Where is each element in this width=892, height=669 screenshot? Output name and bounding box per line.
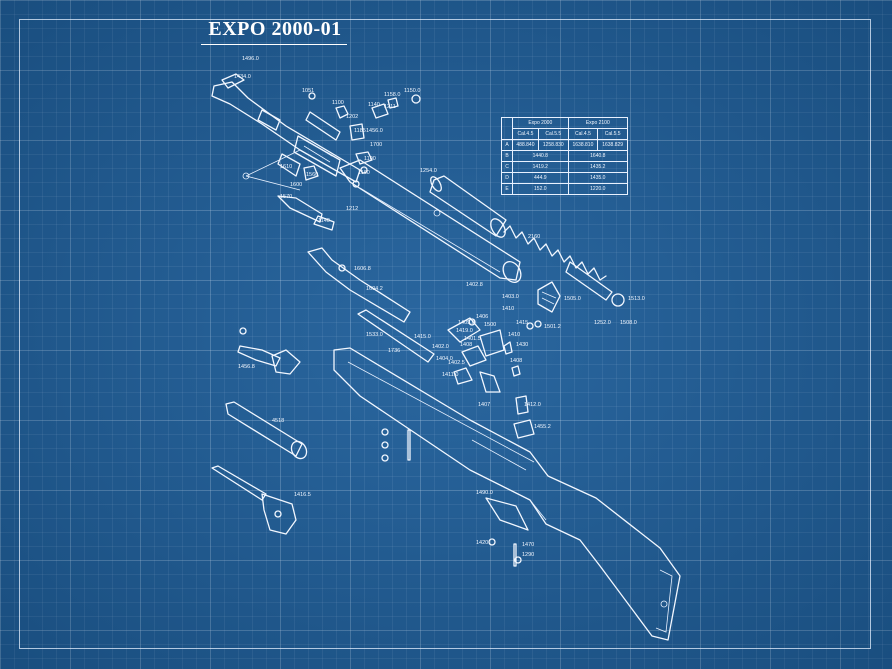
main-spring xyxy=(503,225,607,281)
part-label: 1508.0 xyxy=(620,320,637,326)
small-parts-top xyxy=(305,92,421,188)
trigger-lever xyxy=(307,247,411,323)
part-label: 1408 xyxy=(460,342,472,348)
part-label: 1140 xyxy=(318,218,330,224)
part-label: 1290 xyxy=(522,552,534,558)
part-label: 1610 xyxy=(280,164,292,170)
part-label: 1160 xyxy=(358,170,370,176)
drawing-border xyxy=(19,19,871,649)
part-label: 1470 xyxy=(522,542,534,548)
part-label: 1409.0 xyxy=(458,320,475,326)
part-label: 1570 xyxy=(280,194,292,200)
part-label: 1403.0 xyxy=(502,294,519,300)
cocking-lever xyxy=(242,149,335,231)
part-label: 1700 xyxy=(370,142,382,148)
part-label: 1185 xyxy=(354,128,366,134)
part-label: 2160 xyxy=(528,234,540,240)
spec-table-row: A 488.840 1258.830 1638.810 1638.829 xyxy=(501,139,628,151)
part-label: 1500 xyxy=(484,322,496,328)
part-label: 1211 xyxy=(384,104,396,110)
part-label: 1401.5 xyxy=(464,336,481,342)
spec-table-header-models: Expo 2000 Expo 2100 xyxy=(501,117,629,140)
part-label: 1402.8 xyxy=(466,282,483,288)
part-label: 1415 xyxy=(516,320,528,326)
barrel-cylinder xyxy=(339,159,522,283)
part-label: 1140 xyxy=(368,102,380,108)
part-label: 1420 xyxy=(476,540,488,546)
part-label: 1501.2 xyxy=(544,324,561,330)
diagram-title: EXPO 2000-01 xyxy=(208,18,342,40)
part-label: 1600 xyxy=(290,182,302,188)
left-parts xyxy=(211,327,308,535)
part-label: 1513.0 xyxy=(628,296,645,302)
part-label: 1604.2 xyxy=(366,286,383,292)
part-label: 1411.0 xyxy=(442,372,458,378)
receiver-assembly xyxy=(211,73,361,183)
part-label: 1505.0 xyxy=(564,296,581,302)
part-label: 1406 xyxy=(476,314,488,320)
title-underline xyxy=(201,44,347,45)
part-label: 1416.5 xyxy=(294,492,311,498)
part-label: 1408 xyxy=(510,358,522,364)
part-label: 1402.5 xyxy=(448,360,465,366)
rifle-stock xyxy=(333,347,681,641)
part-label: 1412.0 xyxy=(524,402,541,408)
part-label: 1402.0 xyxy=(432,344,449,350)
part-label: 1212 xyxy=(346,206,358,212)
part-label: 1533.0 xyxy=(366,332,383,338)
part-label: 1410 xyxy=(508,332,520,338)
part-label: 1736 xyxy=(388,348,400,354)
part-label: 1560 xyxy=(306,172,318,178)
part-label: 1051 xyxy=(302,88,314,94)
part-label: 1150.0 xyxy=(404,88,420,94)
part-label: 1430 xyxy=(516,342,528,348)
part-label: 1100 xyxy=(332,100,344,106)
piston-chamber xyxy=(429,175,507,238)
part-label: 1456.8 xyxy=(238,364,255,370)
part-label: 1415.0 xyxy=(414,334,431,340)
stock-screws xyxy=(381,428,522,567)
part-label: 1490.0 xyxy=(476,490,493,496)
spec-row-label: E xyxy=(501,183,513,195)
part-label: 1496.0 xyxy=(242,56,259,62)
part-label: 1100 xyxy=(364,156,376,162)
rear-plug xyxy=(537,281,561,313)
part-label: 1456.0 xyxy=(366,128,383,134)
part-label: 1455.2 xyxy=(534,424,551,430)
spec-table: Expo 2000 Expo 2100 Cal.4.5 Cal.5.5 Cal.… xyxy=(501,117,629,195)
part-label: 1407 xyxy=(478,402,490,408)
part-label: 1158.0 xyxy=(384,92,400,98)
part-label: 1202 xyxy=(346,114,358,120)
part-label: 1410 xyxy=(502,306,514,312)
part-label: 1606.8 xyxy=(354,266,371,272)
spec-table-row: E 152.0 1220.0 xyxy=(501,183,629,195)
part-label: 1404.0 xyxy=(436,356,453,362)
part-label: 1252.0 xyxy=(594,320,611,326)
spec-table-row: C 1419.2 1435.2 xyxy=(501,161,629,173)
spring-guide xyxy=(565,261,625,307)
part-label: 4518 xyxy=(272,418,284,424)
trigger-group xyxy=(357,309,542,439)
spec-table-row: D 444.9 1435.0 xyxy=(501,172,629,184)
spec-row-label: D xyxy=(501,172,513,184)
spec-cell: 152.0 xyxy=(512,183,569,195)
part-label: 1434.0 xyxy=(234,74,251,80)
part-labels: 1496.0 1434.0 1051 1100 1140 1158.0 1211… xyxy=(234,56,645,558)
spec-cell: 1220.0 xyxy=(567,183,629,195)
part-label: 1419.0 xyxy=(456,328,473,334)
part-label: 1254.0 xyxy=(420,168,437,174)
